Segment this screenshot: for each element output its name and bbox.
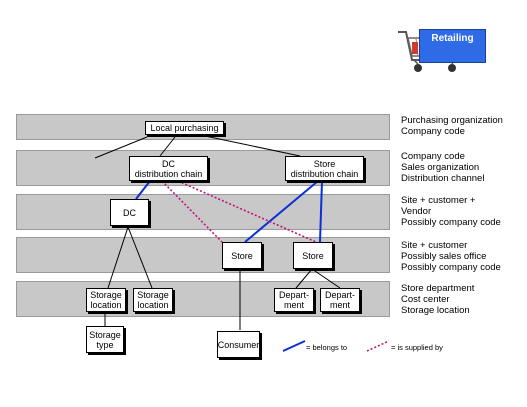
link-dc-storage-2 xyxy=(127,226,153,289)
department-node-2: Depart- ment xyxy=(320,288,360,312)
legend-is-supplied-by: = is supplied by xyxy=(391,343,443,352)
belongs-store-chain-store-2 xyxy=(319,180,323,243)
link-purchasing-store-chain xyxy=(204,135,301,157)
level-label-2: Company code Sales organization Distribu… xyxy=(401,151,485,184)
level-band-3 xyxy=(16,194,390,230)
local-purchasing-node: Local purchasing xyxy=(145,121,224,135)
link-purchasing-left xyxy=(94,136,148,159)
level-label-3: Site + customer + Vendor Possibly compan… xyxy=(401,195,501,228)
storage-location-node-1: Storage location xyxy=(86,288,126,312)
supplied-dc-chain-store-1 xyxy=(161,180,223,243)
level-label-5: Store department Cost center Storage loc… xyxy=(401,283,475,316)
dc-node: DC xyxy=(110,199,149,226)
belongs-store-chain-store-1 xyxy=(244,180,319,243)
store-distribution-chain-node: Store distribution chain xyxy=(285,156,364,181)
supplied-dc-chain-store-2 xyxy=(177,180,317,243)
legend-belongs-line xyxy=(282,340,306,352)
retailing-badge: Retailing xyxy=(419,29,486,63)
consumer-node: Consumer xyxy=(217,331,260,358)
link-purchasing-dc-chain xyxy=(159,136,176,157)
store-node-1: Store xyxy=(222,242,262,269)
storage-location-node-2: Storage location xyxy=(133,288,173,312)
store-node-2: Store xyxy=(293,242,333,269)
storage-type-node: Storage type xyxy=(86,326,124,353)
level-label-1: Purchasing organization Company code xyxy=(401,115,503,137)
link-store-department-2 xyxy=(311,268,341,289)
link-dc-storage-1 xyxy=(107,226,129,289)
legend-belongs-to: = belongs to xyxy=(306,343,348,352)
link-store-department-1 xyxy=(295,268,313,289)
level-band-1 xyxy=(16,114,390,140)
legend-supplied-line xyxy=(366,340,390,352)
dc-distribution-chain-node: DC distribution chain xyxy=(129,156,208,181)
level-label-4: Site + customer Possibly sales office Po… xyxy=(401,240,501,273)
department-node-1: Depart- ment xyxy=(274,288,314,312)
belongs-dc-chain xyxy=(135,180,151,200)
